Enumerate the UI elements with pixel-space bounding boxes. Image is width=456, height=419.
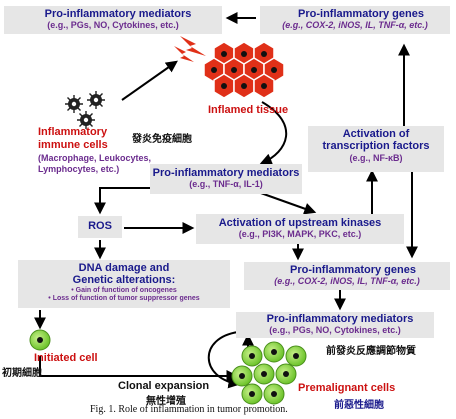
premalignant-cells-label: Premalignant cells	[298, 382, 396, 394]
mediators-bottom-cjk: 前發炎反應調節物質	[326, 346, 416, 357]
inflamed-tissue-icon	[203, 41, 285, 99]
transcription-sub: (e.g., NF-κB)	[349, 152, 403, 163]
arrow-initiated-to-premalignant	[39, 356, 239, 382]
arrow-mediators-bottom-to-premalignant	[207, 331, 241, 389]
immune-cells-cjk: 發炎免疫細胞	[132, 134, 192, 145]
transcription-title-1: Activation of	[342, 128, 410, 140]
transcription-title-2: transcription factors	[322, 140, 430, 153]
arrow-mediators-mid-to-ros	[94, 187, 150, 215]
mediators-mid-box: Pro-inflammatory mediators (e.g., TNF-α,…	[150, 164, 302, 194]
immune-cells-title-1: Inflammatory	[38, 126, 108, 138]
bullet-icon: •	[71, 286, 76, 294]
ros-label: ROS	[88, 220, 112, 232]
mediators-top-sub: (e.g., PGs, NO, Cytokines, etc.)	[47, 20, 179, 31]
immune-cells-icon	[65, 91, 105, 129]
kinases-title: Activation of upstream kinases	[218, 217, 382, 229]
arrow-immune-to-tissue	[121, 60, 178, 101]
clonal-expansion-label: Clonal expansion	[118, 380, 210, 392]
premalignant-cells-cjk: 前惡性細胞	[334, 400, 384, 411]
transcription-box: Activation of transcription factors (e.g…	[308, 126, 444, 172]
mediators-bottom-box: Pro-inflammatory mediators (e.g., PGs, N…	[236, 312, 434, 338]
dna-bullet-1-text: Gain of function of oncogenes	[75, 286, 177, 294]
mediators-mid-sub: (e.g., TNF-α, IL-1)	[189, 179, 263, 190]
dna-title-1: DNA damage and	[78, 262, 170, 274]
immune-cells-title-2: immune cells	[38, 139, 108, 151]
bullet-icon: •	[48, 295, 53, 303]
genes-bottom-sub: (e.g., COX-2, iNOS, IL, TNF-α, etc.)	[274, 276, 420, 287]
kinases-box: Activation of upstream kinases (e.g., PI…	[196, 214, 404, 244]
mediators-bottom-sub: (e.g., PGs, NO, Cytokines, etc.)	[269, 325, 401, 336]
initiated-cell-icon	[29, 329, 51, 351]
mediators-bottom-title: Pro-inflammatory mediators	[266, 313, 414, 325]
immune-cells-sub-1: (Macrophage, Leukocytes,	[38, 153, 152, 163]
genes-top-box: Pro-inflammatory genes (e.g., COX-2, iNO…	[260, 6, 450, 34]
immune-cells-sub-2: Lymphocytes, etc.)	[38, 164, 120, 174]
initiated-cell-label: Initiated cell	[34, 352, 98, 364]
ros-box: ROS	[78, 216, 122, 238]
arrow-tissue-to-mediators-mid	[259, 101, 288, 165]
arrow-mediators-mid-to-kinases	[257, 191, 317, 215]
dna-bullet-1: • Gain of function of oncogenes	[18, 287, 230, 295]
genes-top-title: Pro-inflammatory genes	[298, 8, 424, 20]
genes-bottom-title: Pro-inflammatory genes	[290, 264, 416, 276]
genes-top-sub: (e.g., COX-2, iNOS, IL, TNF-α, etc.)	[282, 20, 428, 31]
dna-box: DNA damage and Genetic alterations: • Ga…	[18, 260, 230, 308]
dna-bullet-2: • Loss of function of tumor suppressor g…	[18, 295, 230, 303]
mediators-top-box: Pro-inflammatory mediators (e.g., PGs, N…	[4, 6, 222, 34]
inflamed-tissue-label: Inflamed tissue	[208, 104, 289, 116]
kinases-sub: (e.g., PI3K, MAPK, PKC, etc.)	[238, 229, 362, 240]
dna-bullet-2-text: Loss of function of tumor suppressor gen…	[52, 295, 200, 303]
mediators-mid-title: Pro-inflammatory mediators	[152, 167, 300, 179]
lightning-icon	[174, 36, 206, 62]
mediators-top-title: Pro-inflammatory mediators	[44, 8, 192, 20]
figure-caption: Fig. 1. Role of inflammation in tumor pr…	[90, 404, 288, 415]
premalignant-cells-icon	[231, 341, 307, 405]
clonal-expansion-cjk: 無性增殖	[146, 396, 186, 407]
initiated-cell-cjk: 初期細胞	[2, 368, 42, 379]
dna-title-2: Genetic alterations:	[72, 274, 176, 287]
genes-bottom-box: Pro-inflammatory genes (e.g., COX-2, iNO…	[244, 262, 450, 290]
